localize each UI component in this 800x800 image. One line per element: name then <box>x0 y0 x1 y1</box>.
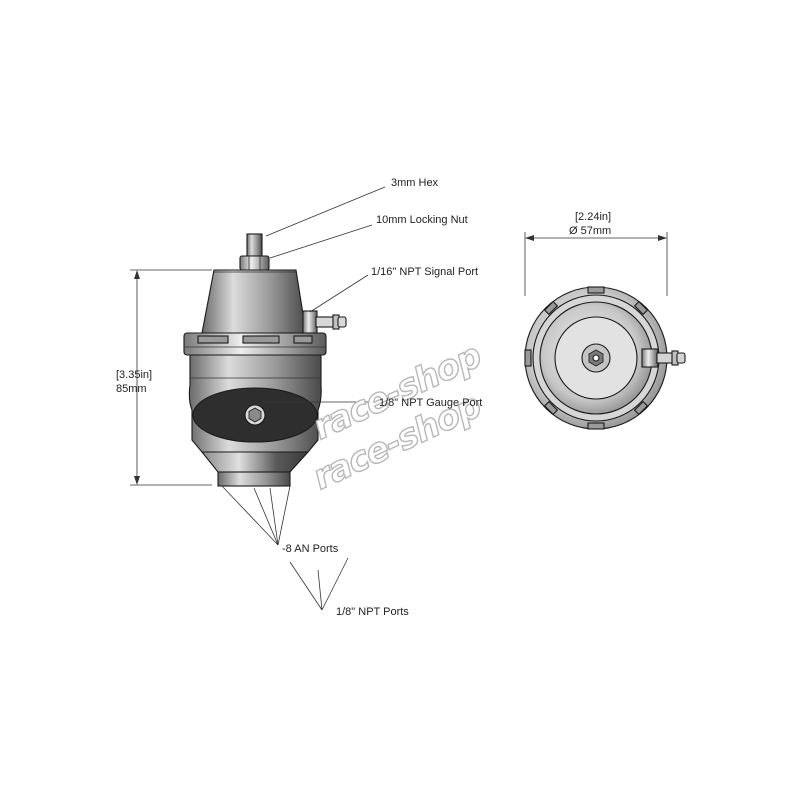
signal-port-fitting <box>302 310 318 334</box>
dim-width-in: [2.24in] <box>575 211 611 223</box>
locking-nut <box>239 255 270 271</box>
label-nut: 10mm Locking Nut <box>376 214 468 226</box>
height-arrow-top <box>134 270 140 279</box>
side-view <box>130 233 347 487</box>
dim-height-in: [3.35in] <box>116 369 152 381</box>
top-signal-fitting <box>641 348 659 368</box>
label-gauge-port: 1/8" NPT Gauge Port <box>379 397 482 409</box>
label-signal-port: 1/16" NPT Signal Port <box>371 266 478 278</box>
dim-width-mm: Ø 57mm <box>569 225 611 237</box>
cap-dome <box>201 269 307 334</box>
leader-lines <box>221 186 386 611</box>
hex-stem <box>246 233 263 257</box>
label-npt-ports: 1/8" NPT Ports <box>336 606 409 618</box>
bottom-cone <box>200 451 310 473</box>
gauge-port-hex <box>248 407 262 423</box>
height-arrow-bottom <box>134 476 140 485</box>
label-hex: 3mm Hex <box>391 177 439 189</box>
width-arrow-right <box>658 235 667 241</box>
watermark: race-shop race-shop <box>306 335 488 499</box>
bottom-nipple <box>217 471 291 487</box>
label-an-ports: -8 AN Ports <box>282 543 339 555</box>
width-arrow-left <box>525 235 534 241</box>
top-view <box>524 232 686 430</box>
dim-height-mm: 85mm <box>116 383 147 395</box>
